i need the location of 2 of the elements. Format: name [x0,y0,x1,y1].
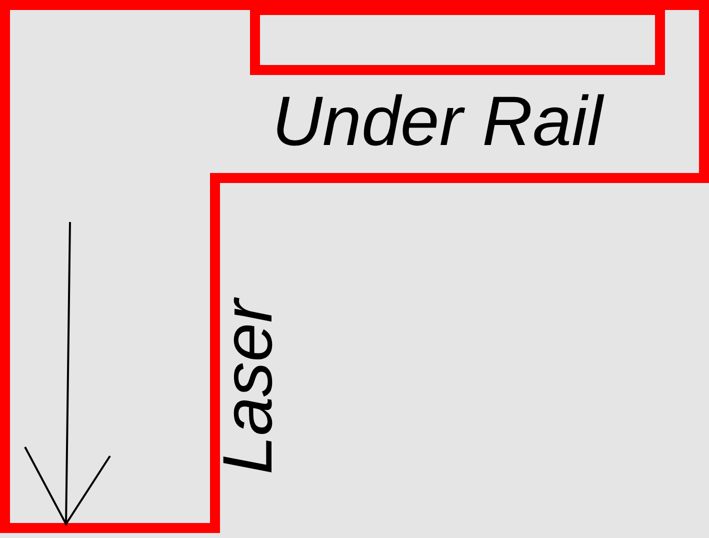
laser-label: Laser [212,299,283,475]
rail-label: Under Rail [272,86,603,156]
